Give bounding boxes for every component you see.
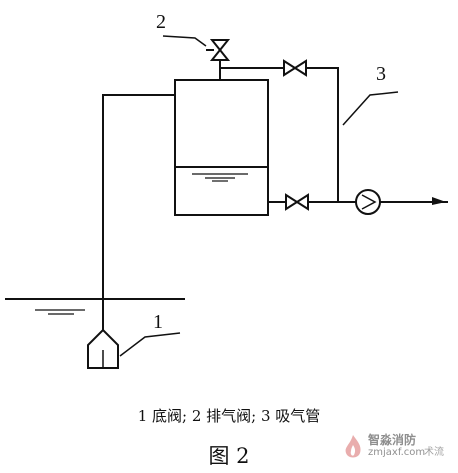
leader-3 bbox=[342, 91, 399, 126]
priming-tank bbox=[174, 79, 269, 216]
label-vent-valve: 2 bbox=[156, 11, 166, 33]
leader-2 bbox=[162, 35, 207, 47]
suction-pipe-line bbox=[102, 94, 175, 330]
vent-valve bbox=[206, 39, 231, 66]
upper-line-valve bbox=[283, 59, 307, 77]
lower-line-valve bbox=[285, 193, 309, 211]
flame-logo-icon bbox=[345, 435, 361, 458]
watermark-extra: 术流 bbox=[424, 447, 444, 458]
pump-priming-diagram: 2 3 1 bbox=[5, 11, 448, 369]
upper-air-line bbox=[220, 67, 339, 202]
foot-valve bbox=[87, 328, 119, 369]
discharge-arrow bbox=[432, 197, 446, 205]
source-water-surface bbox=[5, 298, 185, 315]
watermark-url: zmjaxf.com bbox=[368, 447, 426, 458]
pump bbox=[355, 189, 381, 215]
label-foot-valve: 1 bbox=[153, 311, 163, 333]
watermark: 智淼消防 zmjaxf.com 术流 bbox=[338, 429, 450, 467]
leader-1 bbox=[119, 332, 181, 357]
tank-water-level bbox=[175, 166, 268, 182]
figure-legend: 1 底阀; 2 排气阀; 3 吸气管 bbox=[137, 407, 321, 425]
label-suction-pipe: 3 bbox=[376, 63, 386, 85]
figure-title: 图 2 bbox=[208, 444, 250, 468]
watermark-name: 智淼消防 bbox=[368, 433, 417, 447]
